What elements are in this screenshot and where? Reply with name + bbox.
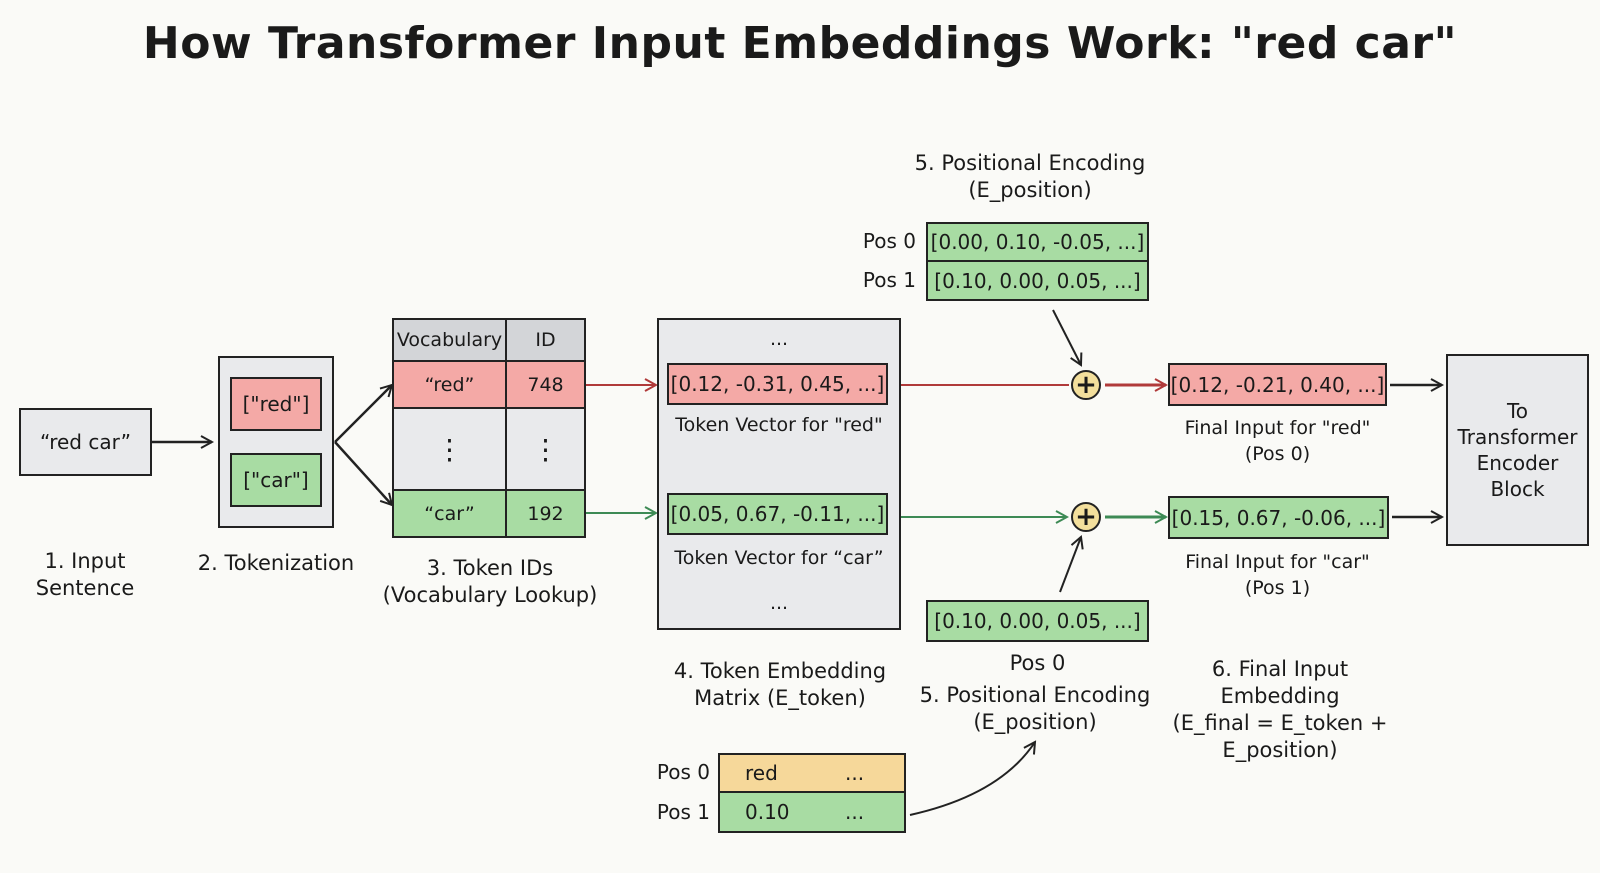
header-vocabulary: Vocabulary xyxy=(394,320,507,360)
row-red-id: 748 xyxy=(527,373,564,396)
step5-top-label-line1: 5. Positional Encoding xyxy=(914,151,1146,175)
step6-label-line2: Embedding xyxy=(1220,684,1340,708)
transformer-encoder-block: To Transformer Encoder Block xyxy=(1446,354,1589,546)
pos-encoding-bottom: [0.10, 0.00, 0.05, ...] xyxy=(926,600,1149,642)
row-ellipsis-vocab: ⋮ xyxy=(394,409,507,489)
pos0-tag-bottom: Pos 0 xyxy=(656,760,710,784)
step1-label-line2: Sentence xyxy=(35,576,135,600)
step4-label-line2: Matrix (E_token) xyxy=(694,686,866,710)
token-vector-car-text: [0.05, 0.67, -0.11, ...] xyxy=(670,502,885,526)
encoder-label-line4: Block xyxy=(1490,477,1545,501)
token-vector-car: [0.05, 0.67, -0.11, ...] xyxy=(667,493,888,535)
token-vector-red: [0.12, -0.31, 0.45, ...] xyxy=(667,363,888,405)
pos-table-row-0-ellipsis: ... xyxy=(845,761,865,785)
arrow-pos-table-to-encoding xyxy=(909,742,1035,816)
final-car-caption-line2: (Pos 1) xyxy=(1244,577,1311,599)
table-row: ⋮ ⋮ xyxy=(394,409,584,491)
encoder-label-line3: Encoder xyxy=(1476,451,1559,475)
step3-label-line1: 3. Token IDs xyxy=(426,556,554,580)
step6-label: 6. Final Input Embedding (E_final = E_to… xyxy=(1150,656,1410,764)
table-row: “car” 192 xyxy=(394,491,584,536)
step2-label: 2. Tokenization xyxy=(197,551,355,575)
pos-table-row-1: 0.10 ... xyxy=(718,791,906,833)
token-red: ["red"] xyxy=(230,377,322,431)
final-input-red-text: [0.12, -0.21, 0.40, ...] xyxy=(1170,372,1385,397)
add-operator-car: + xyxy=(1071,502,1101,532)
final-red-caption-line2: (Pos 0) xyxy=(1244,443,1311,465)
step6-label-line4: E_position) xyxy=(1222,738,1338,762)
pos-encoding-row-0: [0.00, 0.10, -0.05, ...] xyxy=(926,222,1149,262)
row-car-id: 192 xyxy=(527,502,564,525)
pos-encoding-bottom-text: [0.10, 0.00, 0.05, ...] xyxy=(934,609,1141,633)
row-car-vocab: “car” xyxy=(394,491,507,536)
pos1-tag-bottom: Pos 1 xyxy=(656,800,710,824)
final-red-caption-line1: Final Input for "red" xyxy=(1184,417,1371,439)
step5-bottom-label-line2: (E_position) xyxy=(973,710,1097,734)
final-input-car-text: [0.15, 0.67, -0.06, ...] xyxy=(1171,505,1386,530)
token-red-text: ["red"] xyxy=(242,392,310,416)
step6-label-line1: 6. Final Input xyxy=(1211,657,1349,681)
token-vector-red-caption: Token Vector for "red" xyxy=(675,414,883,436)
final-input-red: [0.12, -0.21, 0.40, ...] xyxy=(1168,363,1387,406)
pos-encoding-row-0-text: [0.00, 0.10, -0.05, ...] xyxy=(930,230,1145,254)
step1-label-line1: 1. Input xyxy=(44,549,126,573)
pos-table-row-0: red ... xyxy=(718,753,906,793)
pos0-tag-top: Pos 0 xyxy=(862,229,916,253)
token-vector-car-caption: Token Vector for “car” xyxy=(674,547,884,569)
arrow-token-to-car-row xyxy=(334,441,392,505)
matrix-top-ellipsis: ... xyxy=(769,328,789,350)
step4-label: 4. Token Embedding Matrix (E_token) xyxy=(640,658,920,712)
step6-label-line3: (E_final = E_token + xyxy=(1172,711,1388,735)
pos-encoding-bottom-pos: Pos 0 xyxy=(1009,651,1066,675)
step4-label-line1: 4. Token Embedding xyxy=(673,659,887,683)
matrix-bottom-ellipsis: ... xyxy=(769,592,789,614)
step3-label: 3. Token IDs (Vocabulary Lookup) xyxy=(370,555,610,609)
header-id: ID xyxy=(535,329,556,351)
final-input-car-caption: Final Input for "car" (Pos 1) xyxy=(1150,549,1405,601)
row-red-vocab: “red” xyxy=(394,362,507,407)
token-car: ["car"] xyxy=(230,453,322,507)
arrow-token-to-red-row xyxy=(334,385,392,443)
token-vector-red-text: [0.12, -0.31, 0.45, ...] xyxy=(670,372,885,396)
step3-label-line2: (Vocabulary Lookup) xyxy=(382,583,598,607)
step1-label: 1. Input Sentence xyxy=(15,548,155,602)
vocabulary-table: Vocabulary ID “red” 748 ⋮ ⋮ “car” 192 xyxy=(392,318,586,538)
step5-top-label-line2: (E_position) xyxy=(968,178,1092,202)
pos-table-row-0-value: red xyxy=(745,761,778,785)
step5-top-label: 5. Positional Encoding (E_position) xyxy=(900,150,1160,204)
encoder-label-line2: Transformer xyxy=(1457,425,1578,449)
final-car-caption-line1: Final Input for "car" xyxy=(1185,551,1370,573)
step5-bottom-label-line1: 5. Positional Encoding xyxy=(919,683,1151,707)
pos-encoding-row-1: [0.10, 0.00, 0.05, ...] xyxy=(926,260,1149,301)
token-car-text: ["car"] xyxy=(243,468,309,492)
pos-table-row-1-value: 0.10 xyxy=(745,800,790,824)
arrow-pos-bottom-to-plus xyxy=(1059,537,1081,593)
pos-table-row-1-ellipsis: ... xyxy=(845,800,865,824)
pos-encoding-row-1-text: [0.10, 0.00, 0.05, ...] xyxy=(934,268,1141,293)
final-input-car: [0.15, 0.67, -0.06, ...] xyxy=(1168,496,1389,539)
row-ellipsis-id: ⋮ xyxy=(531,432,560,466)
step5-bottom-label: 5. Positional Encoding (E_position) xyxy=(900,682,1170,736)
final-input-red-caption: Final Input for "red" (Pos 0) xyxy=(1150,415,1405,467)
encoder-label-line1: To xyxy=(1506,399,1529,423)
table-row: “red” 748 xyxy=(394,362,584,409)
add-operator-red: + xyxy=(1071,370,1101,400)
arrow-pos-top-to-plus xyxy=(1052,309,1081,365)
input-sentence-text: “red car” xyxy=(39,430,132,454)
table-header: Vocabulary ID xyxy=(394,320,584,362)
pos1-tag-top: Pos 1 xyxy=(862,268,916,292)
diagram-title: How Transformer Input Embeddings Work: "… xyxy=(142,18,1458,69)
input-sentence-box: “red car” xyxy=(19,408,152,476)
